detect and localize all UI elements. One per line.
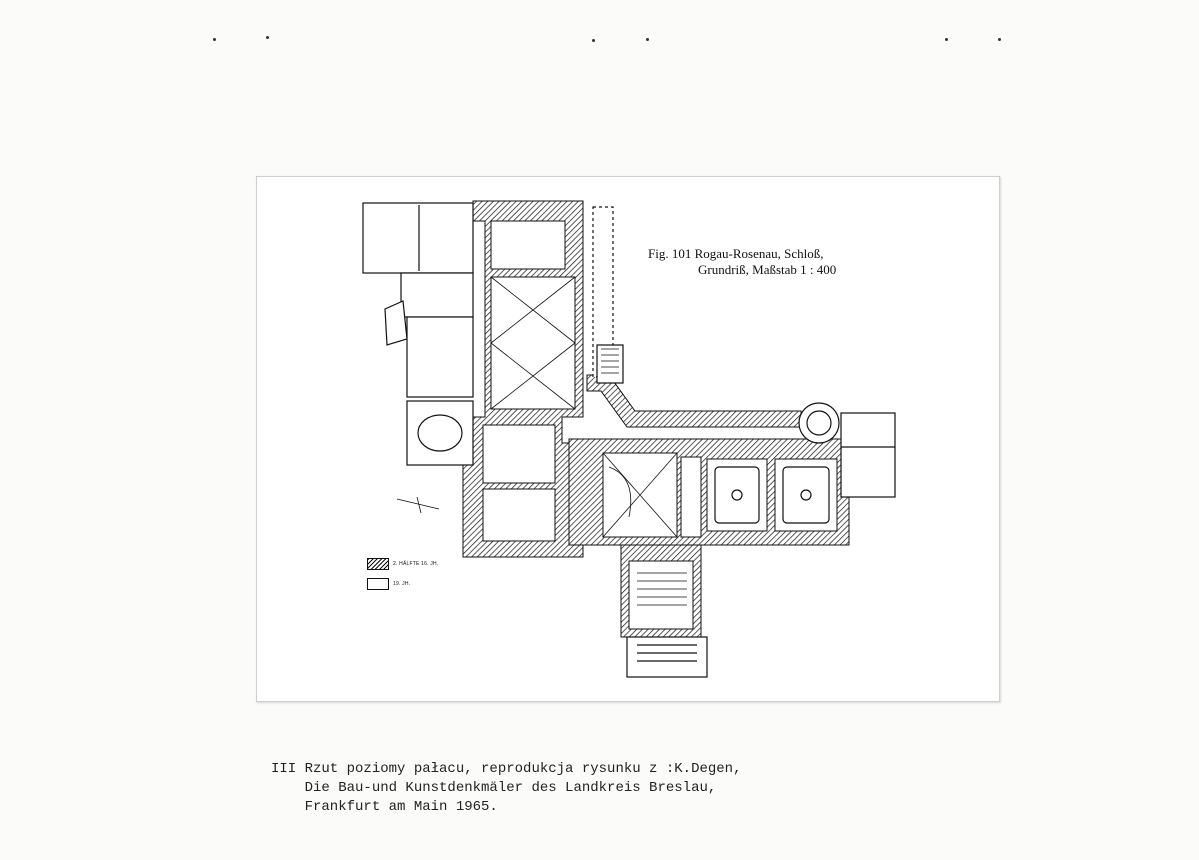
floor-plan-drawing bbox=[362, 200, 896, 678]
caption-line-1: III Rzut poziomy pałacu, reprodukcja rys… bbox=[271, 761, 742, 777]
caption-line-2: Die Bau-und Kunstdenkmäler des Landkreis… bbox=[271, 780, 717, 796]
hatched-swatch-icon bbox=[367, 558, 389, 570]
scan-speck bbox=[646, 38, 649, 41]
figure-caption: Fig. 101 Rogau-Rosenau, Schloß, Grundriß… bbox=[648, 246, 836, 278]
blank-swatch-icon bbox=[367, 578, 389, 590]
legend: 2. HÄLFTE 16. JH. 19. JH. bbox=[367, 557, 438, 597]
legend-item-16th-century: 2. HÄLFTE 16. JH. bbox=[367, 557, 438, 571]
document-caption: III Rzut poziomy pałacu, reprodukcja rys… bbox=[271, 760, 741, 817]
scan-speck bbox=[213, 38, 216, 41]
plan-card: Fig. 101 Rogau-Rosenau, Schloß, Grundriß… bbox=[256, 176, 1000, 702]
scan-speck bbox=[592, 39, 595, 42]
scan-speck bbox=[266, 36, 269, 39]
figure-caption-line-2: Grundriß, Maßstab 1 : 400 bbox=[698, 262, 837, 277]
scan-speck bbox=[998, 38, 1001, 41]
scan-speck bbox=[945, 38, 948, 41]
legend-label: 19. JH. bbox=[393, 581, 411, 587]
figure-caption-line-1: Fig. 101 Rogau-Rosenau, Schloß, bbox=[648, 246, 824, 261]
legend-item-19th-century: 19. JH. bbox=[367, 577, 438, 591]
legend-label: 2. HÄLFTE 16. JH. bbox=[393, 561, 439, 567]
caption-line-3: Frankfurt am Main 1965. bbox=[271, 799, 498, 815]
